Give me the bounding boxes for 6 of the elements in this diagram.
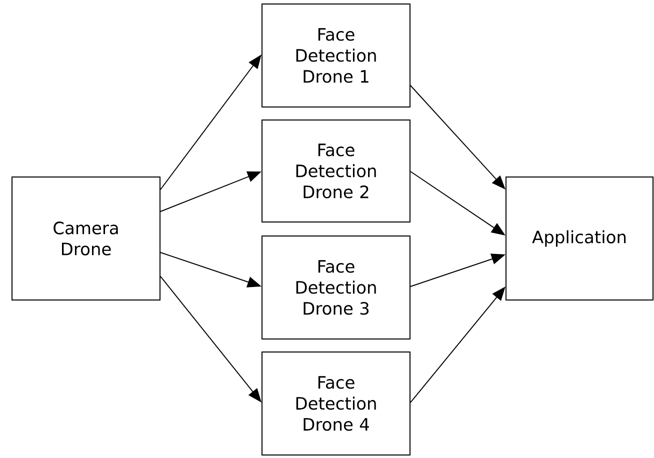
process-box: Face Detection Drone 1 (262, 4, 410, 108)
process-box: Camera Drone (12, 176, 160, 300)
process-box: Face Detection Drone 4 (262, 352, 410, 456)
process-box: Face Detection Drone 3 (262, 236, 410, 340)
process-box: Application (506, 176, 654, 300)
process-box: Face Detection Drone 2 (262, 120, 410, 222)
